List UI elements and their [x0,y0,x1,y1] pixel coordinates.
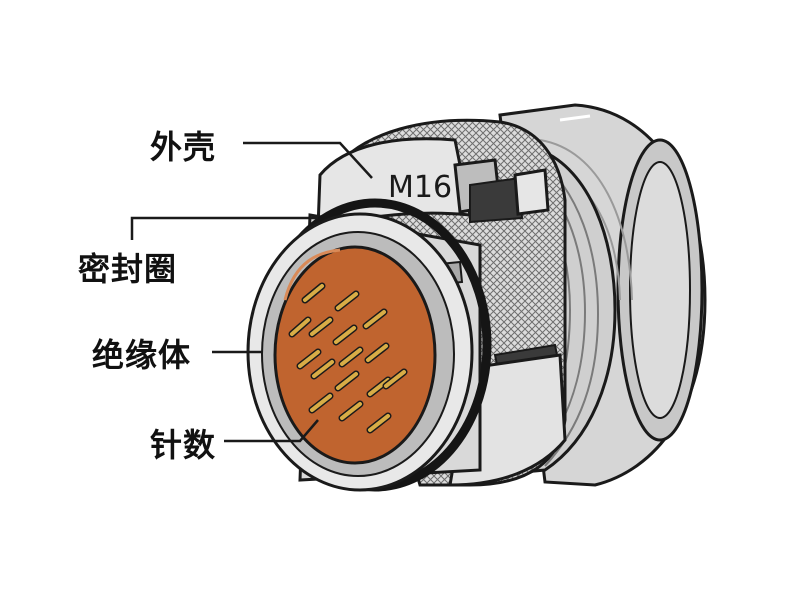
pin [338,400,364,422]
pin [296,348,322,370]
leader-seal [130,216,318,240]
pin [364,342,390,364]
leader-pins [224,419,319,443]
contact-pins [288,282,408,434]
pin [308,392,334,414]
pin [332,324,358,346]
leader-lines [130,141,373,443]
pin [382,368,408,390]
pin [334,290,360,312]
leader-shell [243,141,373,179]
pin [334,370,360,392]
label-seal: 密封圈 [78,250,178,288]
label-pins: 针数 [150,426,217,464]
label-shell: 外壳 [150,128,217,166]
pin [310,358,336,380]
size-marking: M16 [388,170,452,205]
label-insulator: 绝缘体 [92,336,192,374]
pin [288,316,312,338]
pin [301,282,326,304]
pin [362,308,388,330]
pin [308,316,334,338]
pin [338,346,364,368]
pin [366,376,392,398]
pin [366,412,392,434]
